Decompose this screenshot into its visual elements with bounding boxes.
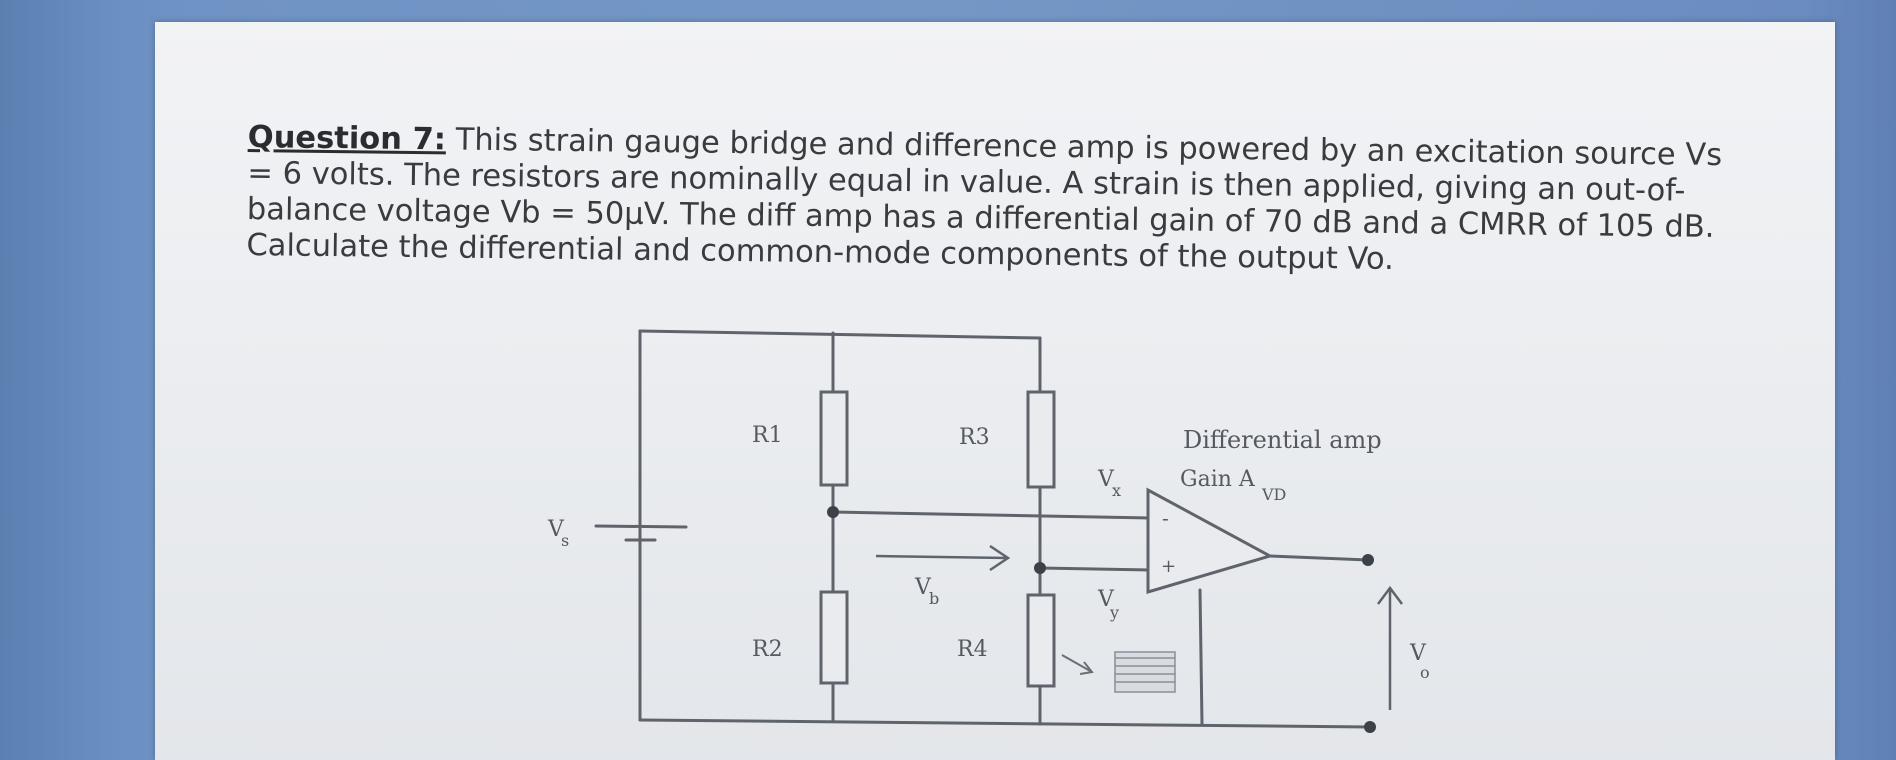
label-vs-sub: s (561, 531, 569, 550)
vo-arrow-icon (1377, 585, 1403, 710)
label-vs: V (547, 517, 565, 542)
battery-long-plate (594, 524, 688, 529)
label-r4: R4 (957, 637, 988, 662)
resistor-r2 (819, 590, 849, 685)
wire-bottom (638, 718, 1372, 729)
label-r2: R2 (752, 637, 783, 662)
vb-arrow-icon (875, 544, 1011, 572)
label-gain-sub: VD (1261, 485, 1286, 504)
label-vx: V (1097, 467, 1115, 492)
strain-arrow-icon (1061, 654, 1094, 675)
label-r3: R3 (959, 425, 990, 450)
label-vo: V (1409, 641, 1427, 666)
label-vb-sub: b (929, 589, 939, 608)
label-vb: V (914, 575, 932, 600)
resistor-r1 (819, 390, 849, 487)
label-vo-sub: o (1420, 663, 1430, 682)
label-amp-title: Differential amp (1183, 426, 1382, 454)
label-plus: + (1161, 556, 1176, 577)
node-r3-r4 (1034, 562, 1046, 574)
label-r1: R1 (752, 423, 783, 448)
label-vx-sub: x (1112, 481, 1121, 500)
wire-vy (1038, 566, 1150, 572)
wire-top (638, 329, 1042, 340)
label-vy-sub: y (1109, 603, 1119, 622)
node-ground (1364, 721, 1376, 733)
wire-vx (831, 510, 1150, 520)
resistor-r4 (1026, 593, 1056, 688)
resistor-r3 (1026, 390, 1056, 489)
label-gain: Gain A (1180, 467, 1256, 492)
label-vy: V (1097, 587, 1115, 612)
ground-symbol (1114, 651, 1176, 693)
paper-sheet (155, 22, 1835, 760)
label-minus: - (1162, 506, 1169, 530)
wire-out (1268, 554, 1370, 562)
op-amp-triangle (1146, 487, 1274, 595)
node-r1-r2 (827, 506, 839, 518)
wire-amp-ground (1198, 588, 1204, 726)
node-output (1362, 554, 1374, 566)
